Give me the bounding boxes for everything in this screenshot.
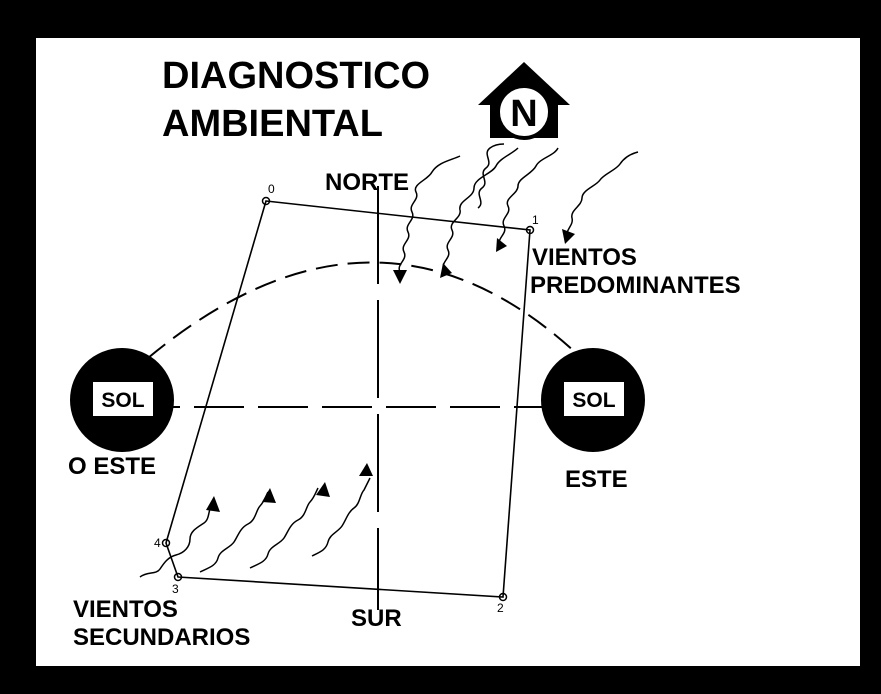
diagram-paper: [36, 38, 860, 666]
sun-path-arc: [147, 261, 576, 359]
vertex-label-2: 2: [497, 601, 504, 615]
label-prevailing-winds-2: PREDOMINANTES: [530, 272, 741, 299]
label-secondary-winds-2: SECUNDARIOS: [73, 624, 250, 651]
prevailing-winds-icon: [398, 143, 639, 273]
label-secondary-winds-1: VIENTOS: [73, 596, 178, 623]
sun-west-icon: SOL: [70, 348, 174, 452]
vertex-label-4: 4: [154, 536, 161, 550]
label-north: NORTE: [325, 169, 409, 196]
vertex-label-3: 3: [172, 582, 179, 596]
title-line-2: AMBIENTAL: [162, 103, 383, 145]
label-west: O ESTE: [68, 453, 156, 480]
sun-west-label: SOL: [101, 389, 144, 412]
sun-east-icon: SOL: [541, 348, 645, 452]
vertex-label-0: 0: [268, 182, 275, 196]
secondary-wind-arrowheads: [206, 463, 373, 512]
vertex-markers: [161, 196, 535, 602]
secondary-winds-icon: [139, 477, 371, 578]
north-arrow-icon: N: [478, 62, 570, 140]
prevailing-wind-arrowheads: [393, 229, 575, 284]
label-prevailing-winds-1: VIENTOS: [532, 244, 637, 271]
vertex-label-1: 1: [532, 213, 539, 227]
label-east: ESTE: [565, 466, 628, 493]
lot-boundary: [165, 200, 531, 598]
north-arrow-letter: N: [510, 93, 537, 135]
sun-east-label: SOL: [572, 389, 615, 412]
label-south: SUR: [351, 605, 402, 632]
title-line-1: DIAGNOSTICO: [162, 55, 430, 97]
